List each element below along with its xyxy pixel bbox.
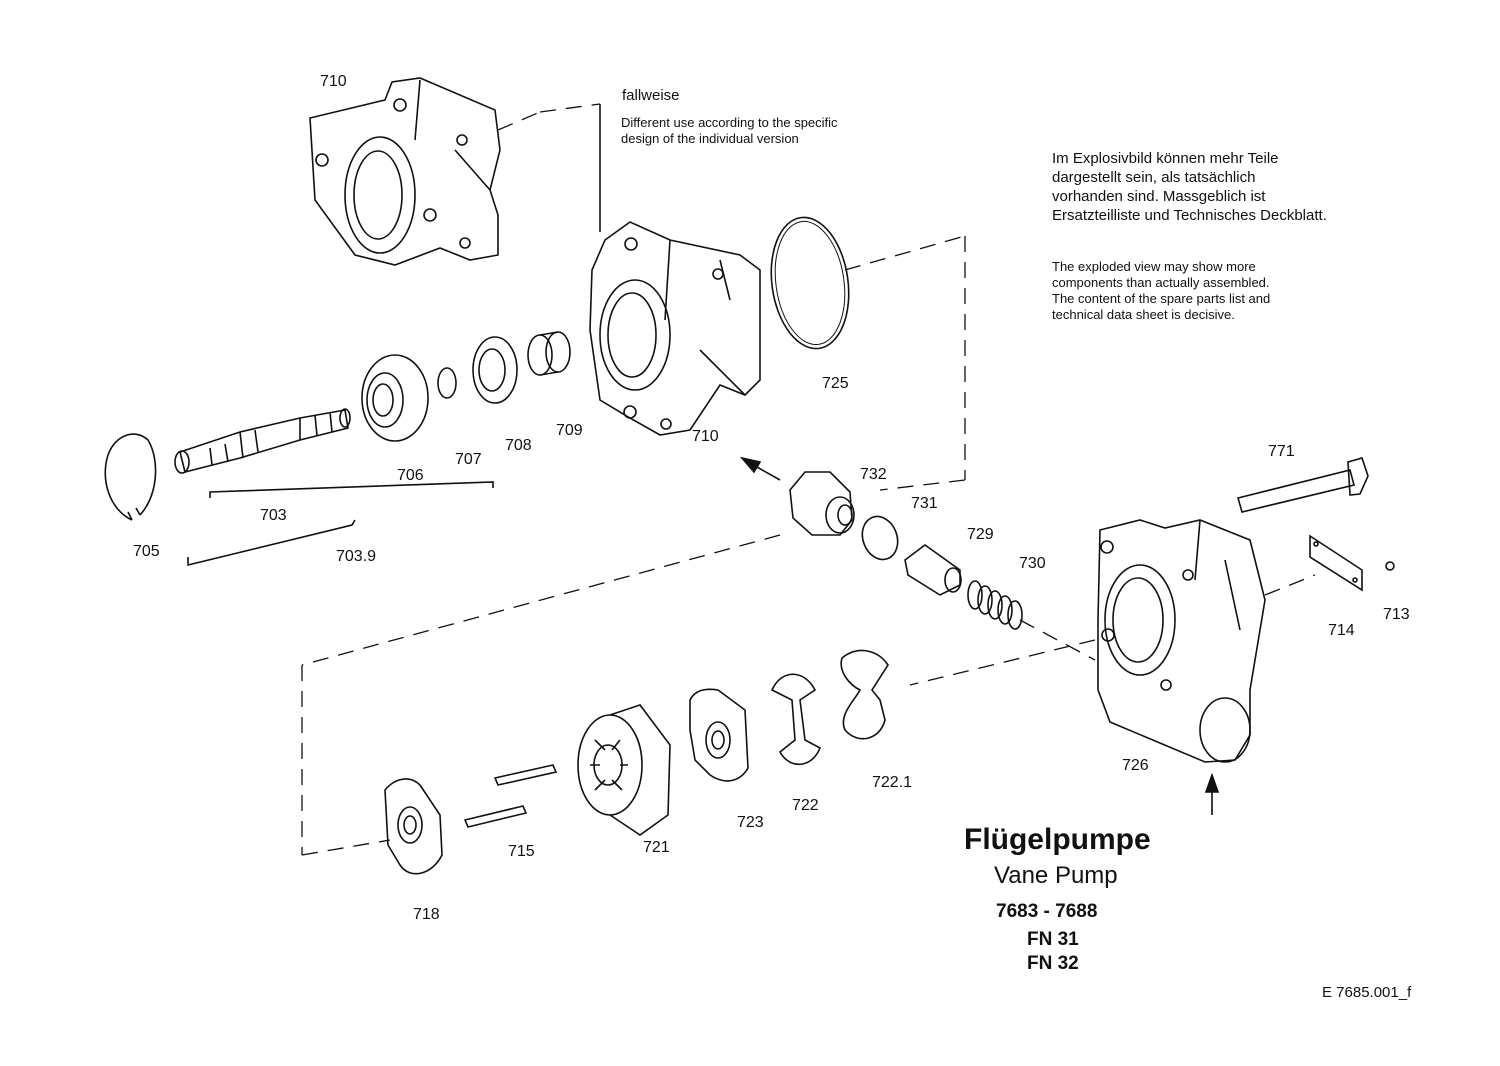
note-fallweise-en: Different use according to the specific …: [621, 115, 921, 147]
part-708-shaft-seal: [472, 336, 518, 404]
label-710: 710: [692, 428, 719, 445]
part-713-rivet: [1385, 561, 1395, 571]
dashed-leader-lines: [302, 104, 1315, 855]
part-723-side-plate: [690, 689, 748, 781]
bracket-703: [210, 482, 493, 498]
label-729: 729: [967, 526, 994, 543]
label-731: 731: [911, 495, 938, 512]
label-723: 723: [737, 814, 764, 831]
part-730-spring: [967, 580, 1023, 630]
note-de-line-1: Im Explosivbild können mehr Teile: [1052, 150, 1279, 167]
part-722-1-plate: [841, 651, 888, 739]
note-en-line-4: technical data sheet is decisive.: [1052, 307, 1235, 322]
model-fn31: FN 31: [1027, 929, 1079, 950]
part-718-side-plate: [385, 779, 442, 874]
part-705-retaining-ring: [105, 434, 155, 520]
flow-arrow-up: [1206, 775, 1218, 815]
label-705: 705: [133, 543, 160, 560]
label-725: 725: [822, 375, 849, 392]
note-en-line-3: The content of the spare parts list and: [1052, 291, 1271, 306]
note-de-line-2: dargestellt sein, als tatsächlich: [1052, 169, 1256, 186]
label-708: 708: [505, 437, 532, 454]
label-722: 722: [792, 797, 819, 814]
label-714: 714: [1328, 622, 1355, 639]
part-771-bolt: [1238, 458, 1368, 512]
label-709: 709: [556, 422, 583, 439]
label-703: 703: [260, 507, 287, 524]
note-en-line-1: The exploded view may show more: [1052, 259, 1256, 274]
part-707-circlip: [437, 367, 457, 399]
part-722-seal: [772, 674, 820, 764]
part-731-o-ring: [861, 515, 899, 561]
part-725-o-ring: [770, 216, 850, 350]
part-709-needle-bearing: [527, 331, 571, 376]
label-706: 706: [397, 467, 424, 484]
part-710-housing: [590, 222, 760, 435]
label-771: 771: [1268, 443, 1295, 460]
part-703-drive-shaft: [174, 408, 351, 474]
note-fallweise: fallweise: [622, 87, 680, 104]
note-german: Im Explosivbild können mehr Teile darges…: [1052, 149, 1412, 225]
label-703-9: 703.9: [336, 548, 377, 565]
label-713: 713: [1383, 606, 1410, 623]
model-fn32: FN 32: [1027, 953, 1079, 974]
label-726: 726: [1122, 757, 1149, 774]
part-706-ball-bearing: [361, 354, 429, 442]
label-710-top: 710: [320, 73, 347, 90]
part-729-valve-piston: [905, 545, 962, 595]
label-718: 718: [413, 906, 440, 923]
note-en-line-2: components than actually assembled.: [1052, 275, 1270, 290]
model-range: 7683 - 7688: [996, 901, 1098, 922]
note-de-line-4: Ersatzteilliste und Technisches Deckblat…: [1052, 207, 1327, 224]
bracket-703-9: [188, 520, 355, 565]
drawing-number: E 7685.001_f: [1322, 984, 1412, 1001]
part-714-name-plate: [1310, 536, 1362, 590]
label-721: 721: [643, 839, 670, 856]
note-english: The exploded view may show more componen…: [1052, 259, 1392, 323]
part-732-plug: [790, 472, 855, 535]
part-726-pump-housing: [1098, 520, 1265, 762]
label-732: 732: [860, 466, 887, 483]
part-721-rotor-ring: [577, 705, 670, 835]
note-fallweise-en-line-2: design of the individual version: [621, 131, 799, 146]
note-de-line-3: vorhanden sind. Massgeblich ist: [1052, 188, 1266, 205]
part-710-alternative-housing: [310, 78, 500, 265]
note-fallweise-en-line-1: Different use according to the specific: [621, 115, 838, 130]
flow-arrow-left: [742, 458, 780, 480]
label-730: 730: [1019, 555, 1046, 572]
title: Flügelpumpe: [964, 823, 1151, 856]
part-715-pins: [465, 765, 556, 827]
subtitle: Vane Pump: [994, 862, 1118, 889]
label-715: 715: [508, 843, 535, 860]
label-722-1: 722.1: [872, 774, 913, 791]
label-707: 707: [455, 451, 482, 468]
